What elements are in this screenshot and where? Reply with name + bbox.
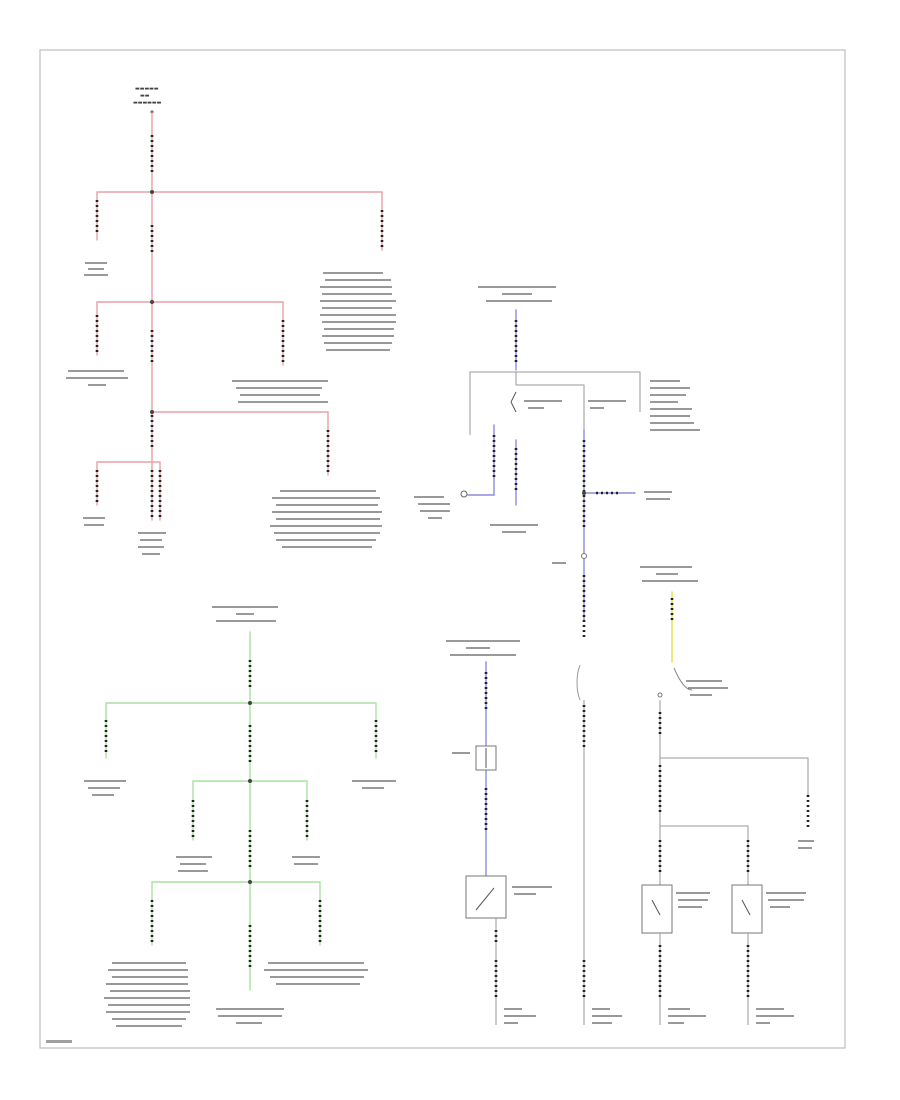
red-branch-4 bbox=[96, 461, 161, 521]
red-source-label: ▬▬▬▬▬ bbox=[135, 86, 159, 92]
green-branch-1 bbox=[105, 702, 377, 759]
blue-relay-labels bbox=[524, 380, 700, 431]
red-branch-2 bbox=[96, 301, 284, 366]
blue-circuit bbox=[414, 286, 700, 1025]
green-branch-3 bbox=[151, 881, 321, 946]
red-circuit: ▬▬▬▬▬ ▬▬ ▬▬▬▬▬▬ bbox=[66, 86, 396, 555]
blue-bracket bbox=[469, 371, 641, 435]
red-source-label-3: ▬▬▬▬▬▬ bbox=[133, 100, 162, 106]
red-branch-1 bbox=[96, 191, 383, 251]
diagram-frame bbox=[39, 49, 846, 1049]
red-branch-3 bbox=[151, 411, 329, 476]
green-blurred-labels bbox=[84, 780, 396, 1027]
green-circuit bbox=[84, 606, 396, 1027]
blue-ground-label bbox=[592, 1008, 622, 1024]
red-source-label-2: ▬▬ bbox=[140, 93, 150, 99]
blue-left-labels bbox=[414, 496, 450, 519]
blue-branch-left bbox=[467, 424, 495, 496]
ignition-circuit bbox=[446, 640, 552, 1025]
blue-source-label bbox=[478, 286, 556, 302]
red-blurred-labels bbox=[66, 262, 396, 555]
yellow-circuit bbox=[640, 566, 814, 1025]
corner-mark bbox=[46, 1040, 72, 1043]
